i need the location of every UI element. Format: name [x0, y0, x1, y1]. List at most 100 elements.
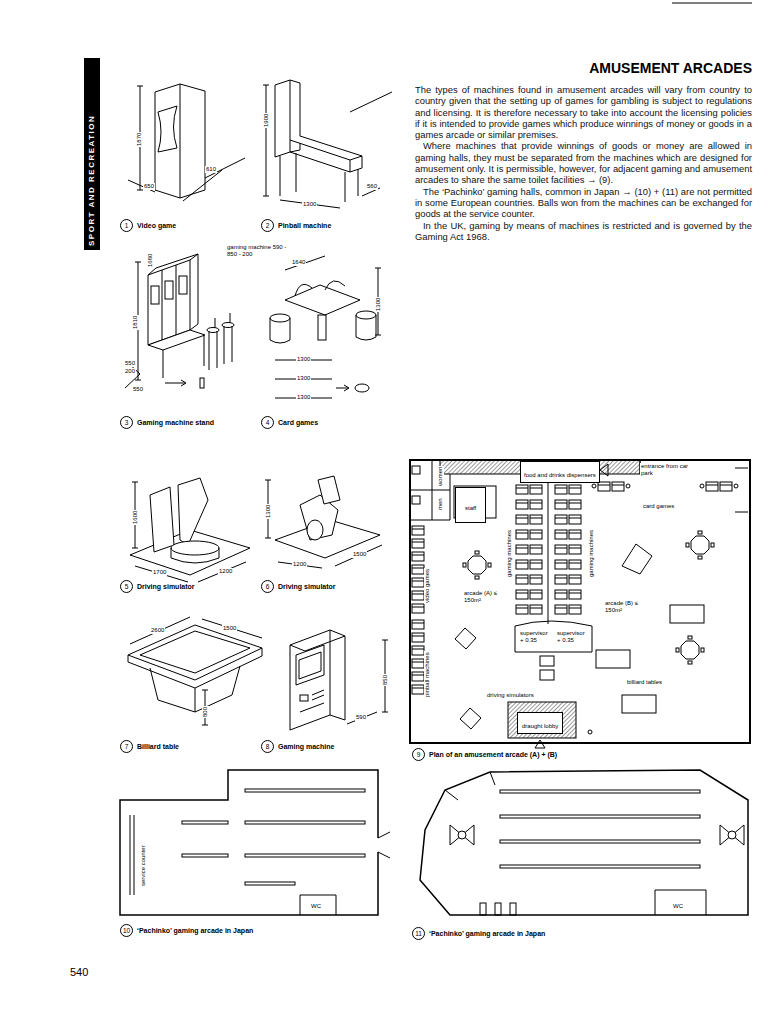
figure-caption: 2Pinball machine: [261, 219, 331, 232]
gaming-stand-drawing: [165, 383, 185, 384]
page-title: AMUSEMENT ARCADES: [589, 60, 752, 76]
dimension-label: 1500: [352, 551, 367, 558]
pachinko-plan: [120, 770, 390, 915]
room-label: food and drinks dispensers: [524, 472, 596, 478]
gaming-stand-drawing: [232, 326, 233, 362]
video-game-drawing: [128, 84, 245, 201]
plan-label: men: [437, 497, 444, 511]
figure-caption: 10‘Pachinko’ gaming arcade in Japan: [120, 924, 253, 937]
video-game-drawing: [205, 158, 245, 178]
figure-caption: 4Card games: [261, 416, 318, 429]
figure-caption-text: Driving simulator: [137, 583, 195, 590]
arcade-plan: [412, 565, 424, 574]
gaming-stand-drawing: [165, 281, 173, 299]
arcade-plan: [412, 539, 424, 548]
billiard-table-drawing: [202, 619, 262, 638]
dimension-label: 550: [124, 360, 136, 367]
arcade-plan: [612, 482, 624, 491]
gaming-stand-drawing: [135, 262, 141, 263]
figure-caption: 9Plan of an amusement arcade (A) + (B): [412, 748, 557, 761]
dimension-label: 1300: [296, 394, 311, 401]
card-games-drawing: [270, 256, 381, 398]
body-paragraph: Where machines that provide winnings of …: [415, 140, 752, 185]
video-game-drawing: [128, 180, 155, 192]
arcade-plan: [569, 560, 581, 569]
figure-caption: 11‘Pachinko’ gaming arcade in Japan: [412, 927, 545, 940]
card-games-drawing: [336, 388, 348, 389]
arcade-plan: [540, 670, 554, 680]
arcade-plan: [516, 515, 528, 524]
gaming-stand-drawing: [125, 360, 140, 388]
arcade-plan: [569, 590, 581, 599]
gaming-machine-drawing: [299, 652, 321, 679]
gaming-stand-drawing: [135, 380, 141, 381]
callout-number: 5: [120, 580, 133, 593]
card-games-drawing: [290, 318, 291, 340]
arcade-plan: [598, 482, 610, 491]
pachinko-plan: [480, 903, 486, 915]
pinball-drawing: [280, 156, 281, 196]
arcade-plan: [410, 490, 450, 491]
card-games-drawing: [376, 315, 377, 337]
pinball-drawing: [362, 156, 363, 168]
arcade-plan: [412, 620, 424, 629]
section-tab: [84, 58, 100, 250]
gaming-machine-drawing: [290, 630, 330, 730]
page-number: 540: [70, 966, 88, 979]
dimension-label: 1640: [291, 259, 306, 266]
arcade-plan: [555, 515, 567, 524]
pachinko-plan: [245, 821, 365, 824]
arcade-plan: [412, 685, 424, 694]
dimension-label: 550: [132, 386, 144, 393]
pachinko-plan: [495, 903, 501, 915]
dimension-label: WC: [672, 903, 684, 910]
arcade-plan: [516, 575, 528, 584]
billiard-table-drawing: [130, 617, 190, 644]
gaming-stand-drawing: [209, 331, 210, 370]
gaming-machine-drawing: [300, 695, 308, 701]
pachinko-plan: [245, 789, 365, 792]
arcade-plan: [530, 485, 542, 494]
arcade-plan: [569, 605, 581, 614]
figure-caption-text: Gaming machine: [278, 743, 334, 750]
gaming-machine-drawing: [330, 630, 345, 720]
plan-label: women: [437, 466, 444, 487]
pachinko-plan: [510, 903, 516, 915]
gaming-machine-drawing: [382, 640, 388, 641]
arcade-plan: [569, 515, 581, 524]
video-game-drawing: [158, 106, 177, 152]
gaming-stand-drawing: [176, 265, 177, 335]
dimension-label: 1810: [132, 315, 139, 330]
pinball-drawing: [275, 80, 300, 157]
callout-number: 10: [120, 924, 133, 937]
callout-number: 2: [261, 219, 274, 232]
arcade-plan: [548, 478, 549, 624]
dimension-label: 1600: [132, 510, 139, 525]
dimension-label: 1200: [292, 561, 307, 568]
arcade-plan: [555, 500, 567, 509]
gaming-stand-drawing: [148, 330, 205, 350]
card-games-drawing: [344, 385, 349, 391]
gaming-stand-drawing: [163, 350, 164, 378]
pachinko-plan: [500, 865, 700, 868]
figure-caption: 7Billiard table: [120, 740, 179, 753]
driving-simulator-drawing: [265, 480, 271, 481]
arcade-plan: [455, 628, 476, 649]
arcade-plan: [686, 531, 714, 559]
arcade-plan: [588, 730, 592, 734]
pinball-drawing: [280, 200, 340, 208]
callout-number: 8: [261, 740, 274, 753]
driving-simulator-drawing: [130, 478, 250, 582]
arcade-plan: [592, 484, 596, 488]
dimension-label: 610: [205, 166, 217, 173]
arcade-plan: [569, 545, 581, 554]
video-game-drawing: [137, 86, 143, 87]
pachinko-plan: [134, 815, 135, 895]
plan-label: driving simulators: [486, 692, 535, 699]
billiard-table-drawing: [150, 666, 240, 712]
dimension-label: gaming machine 590 - 850 - 200: [226, 244, 290, 258]
figure-caption: 8 Gaming machine: [261, 740, 334, 753]
callout-number: 6: [261, 580, 274, 593]
arcade-plan: [412, 672, 424, 681]
